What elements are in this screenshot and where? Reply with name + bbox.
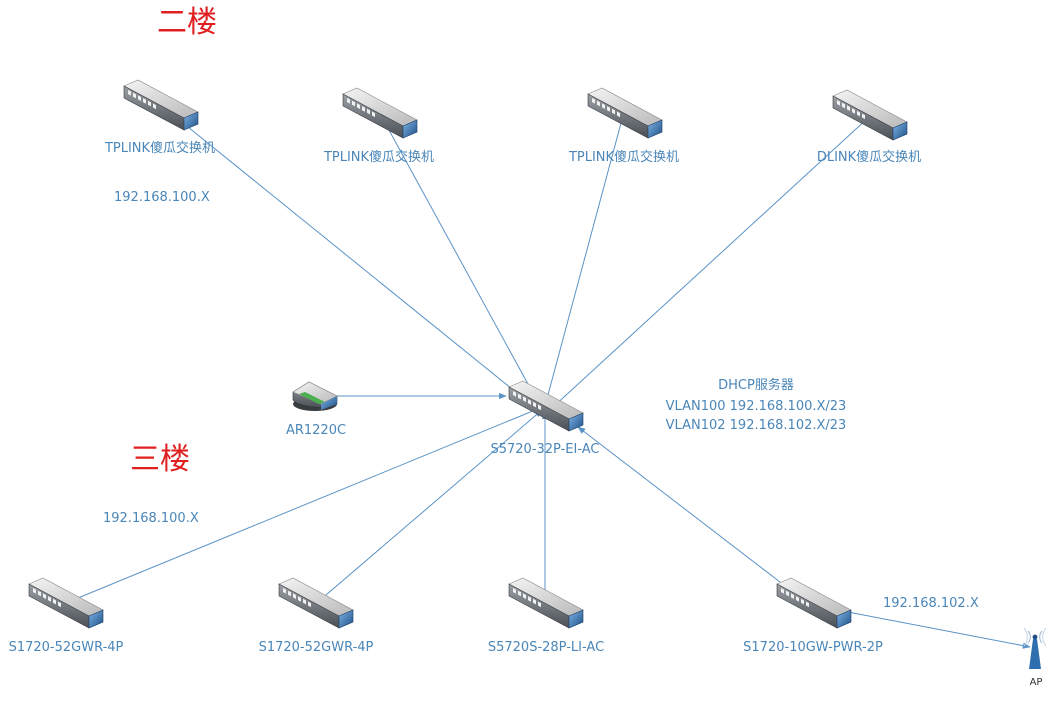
device-label-s5720s: S5720S-28P-LI-AC	[487, 640, 605, 655]
link-tplink1-core	[187, 126, 539, 411]
switch-icon-s1720-pwr	[776, 577, 852, 629]
dhcp-title: DHCP服务器	[718, 378, 794, 393]
device-label-tplink-2: TPLINK傻瓜交换机	[323, 150, 435, 165]
device-label-dlink: DLINK傻瓜交换机	[816, 150, 922, 165]
device-label-tplink-1: TPLINK傻瓜交换机	[104, 141, 216, 156]
switch-icon-tplink-2	[342, 87, 418, 139]
device-label-s1720-pwr: S1720-10GW-PWR-2P	[743, 640, 883, 655]
switch-icon-tplink-3	[587, 87, 663, 139]
switch-icon-s1720-b	[278, 577, 354, 629]
router-icon	[292, 381, 338, 412]
device-label-s1720-a: S1720-52GWR-4P	[8, 640, 124, 655]
device-label-ap: AP	[1029, 677, 1043, 688]
switch-icon-s5720s	[508, 577, 584, 629]
switch-icon-tplink-1	[123, 79, 199, 131]
device-label-core: S5720-32P-EI-AC	[490, 442, 600, 457]
link-tplink2-core	[377, 109, 541, 407]
link-s1720a-core	[77, 407, 541, 599]
subnet-label-third-floor: 192.168.100.X	[103, 511, 199, 526]
link-s1720b-core	[325, 409, 543, 596]
switch-icon-dlink	[832, 89, 908, 141]
link-dlink-core	[551, 117, 869, 409]
floor-label-third: 三楼	[130, 442, 190, 477]
switch-icon-core	[508, 380, 584, 432]
device-label-s1720-b: S1720-52GWR-4P	[258, 640, 374, 655]
link-tplink3-core	[543, 111, 625, 407]
subnet-label-ap-link: 192.168.102.X	[883, 596, 979, 611]
device-label-tplink-3: TPLINK傻瓜交换机	[568, 150, 680, 165]
link-s1720pwr-core	[577, 426, 781, 583]
dhcp-vlan102: VLAN102 192.168.102.X/23	[665, 418, 847, 433]
floor-label-second: 二楼	[157, 5, 217, 40]
switch-icon-s1720-a	[28, 577, 104, 629]
dhcp-vlan100: VLAN100 192.168.100.X/23	[665, 399, 847, 414]
wireless-ap-icon	[1023, 627, 1047, 669]
connection-lines	[77, 109, 1031, 649]
subnet-label-second-floor: 192.168.100.X	[114, 190, 210, 205]
device-label-router: AR1220C	[285, 423, 347, 438]
link-pwr-ap	[847, 611, 1031, 649]
